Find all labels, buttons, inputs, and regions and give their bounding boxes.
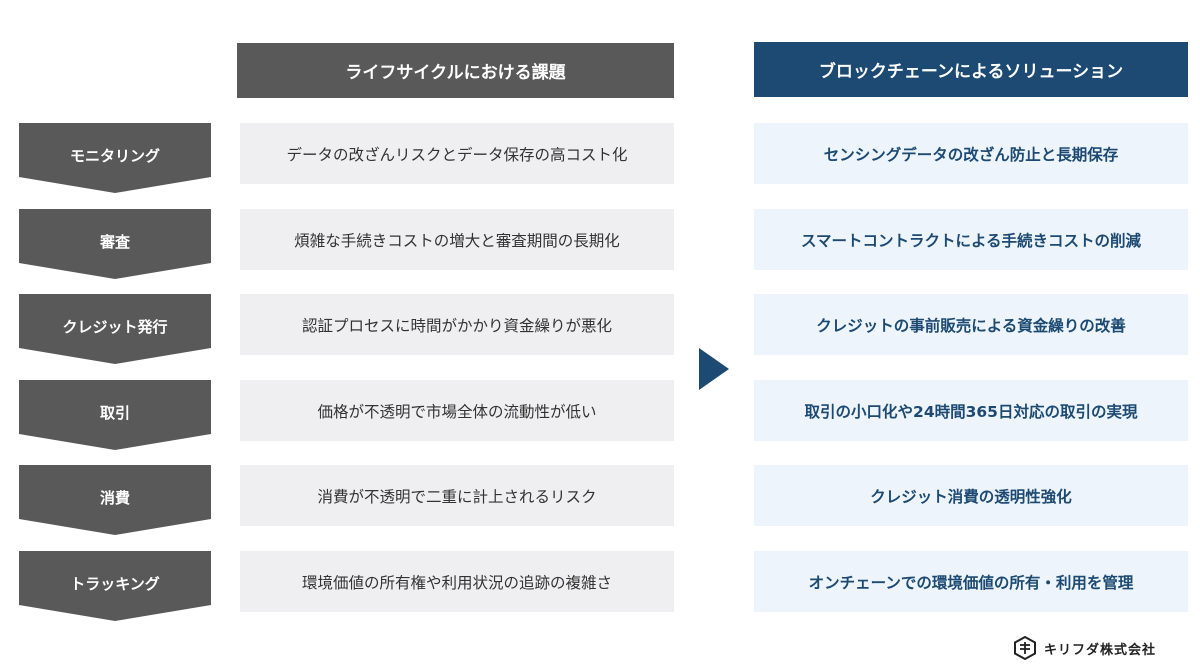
stage-chevron-shape: [19, 123, 211, 193]
company-logo-icon: [1014, 636, 1036, 660]
stage-chevron-shape: [19, 551, 211, 621]
solution-box: センシングデータの改ざん防止と長期保存: [754, 123, 1188, 184]
stage-label: クレジット発行: [62, 317, 168, 336]
challenges-header: ライフサイクルにおける課題: [237, 43, 674, 98]
stage-label: 取引: [99, 403, 130, 422]
solution-box: クレジット消費の透明性強化: [754, 465, 1188, 526]
issue-box: 煩雑な手続きコストの増大と審査期間の長期化: [240, 209, 674, 270]
issue-box: 認証プロセスに時間がかかり資金繰りが悪化: [240, 294, 674, 355]
stage-chevron-shape: [19, 209, 211, 279]
stage-trading: 取引: [19, 380, 211, 464]
company-name: キリフダ株式会社: [1044, 642, 1157, 658]
stage-consumption: 消費: [19, 465, 211, 549]
issue-box: 環境価値の所有権や利用状況の追跡の複雑さ: [240, 551, 674, 612]
stage-monitoring: モニタリング: [19, 123, 211, 207]
stage-chevron-shape: [19, 294, 211, 364]
stage-chevron-shape: [19, 465, 211, 535]
issue-box: 消費が不透明で二重に計上されるリスク: [240, 465, 674, 526]
right-arrow-icon: [699, 348, 729, 390]
stage-label: 消費: [99, 488, 130, 507]
stage-credit-issuance: クレジット発行: [19, 294, 211, 378]
stage-chevron-shape: [19, 380, 211, 450]
solutions-header: ブロックチェーンによるソリューション: [754, 42, 1188, 97]
issue-box: データの改ざんリスクとデータ保存の高コスト化: [240, 123, 674, 184]
solution-box: クレジットの事前販売による資金繰りの改善: [754, 294, 1188, 355]
stage-label: トラッキング: [70, 574, 160, 593]
company-logo: キリフダ株式会社: [1013, 636, 1156, 660]
solution-box: 取引の小口化や24時間365日対応の取引の実現: [754, 380, 1188, 441]
issue-box: 価格が不透明で市場全体の流動性が低い: [240, 380, 674, 441]
stage-label: モニタリング: [69, 146, 160, 165]
solution-box: オンチェーンでの環境価値の所有・利用を管理: [754, 551, 1188, 612]
solution-box: スマートコントラクトによる手続きコストの削減: [754, 209, 1188, 270]
stage-label: 審査: [99, 232, 130, 251]
stage-review: 審査: [19, 209, 211, 293]
stage-tracking: トラッキング: [19, 551, 211, 635]
